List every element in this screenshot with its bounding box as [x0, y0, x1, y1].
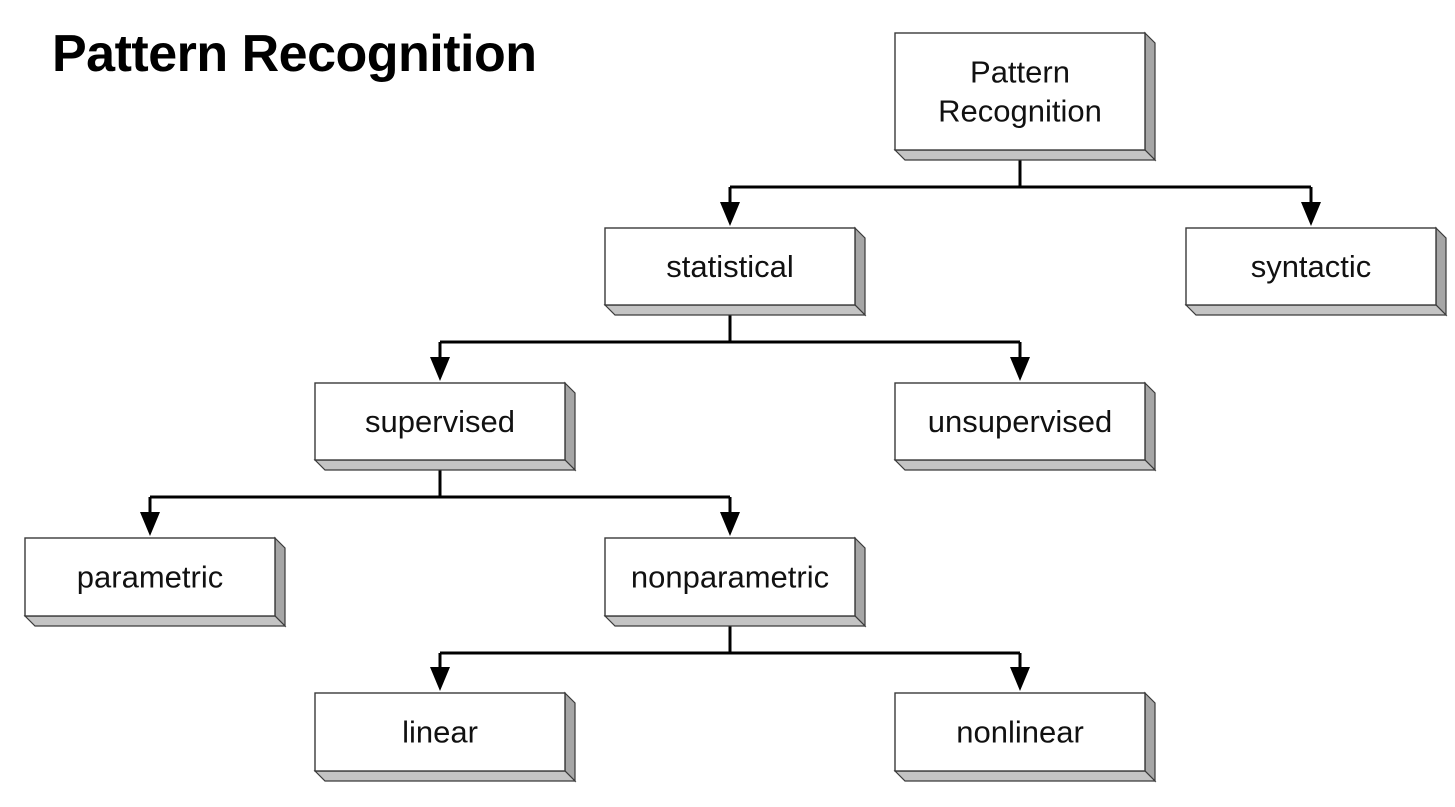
box-front-face [24, 537, 276, 617]
arrowhead-statistical [720, 202, 740, 226]
node-linear: linear [313, 691, 577, 783]
node-parametric: parametric [23, 536, 287, 628]
node-nonparametric: nonparametric [603, 536, 867, 628]
box-front-face [894, 382, 1146, 461]
node-syntactic: syntactic [1184, 226, 1448, 317]
node-label-linear: linear [402, 715, 478, 750]
node-label-unsupervised: unsupervised [928, 404, 1112, 439]
box-front-face [1185, 227, 1437, 306]
box-bottom-face [603, 304, 867, 316]
box-side-face [564, 381, 576, 472]
arrowhead-nonlinear [1010, 667, 1030, 691]
box-side-face [1144, 31, 1156, 162]
page-title: Pattern Recognition [52, 25, 537, 83]
connector-nonparametric [430, 616, 1030, 691]
box-front-face [894, 32, 1146, 151]
arrowhead-supervised [430, 357, 450, 381]
connector-supervised [140, 460, 740, 536]
node-label-pattern-recognition: Recognition [938, 94, 1102, 129]
box-bottom-face [1184, 304, 1448, 316]
box-side-face [564, 691, 576, 783]
box-front-face [314, 382, 566, 461]
node-statistical: statistical [603, 226, 867, 317]
box-side-face [854, 536, 866, 628]
box-bottom-face [893, 459, 1157, 471]
box-front-face [894, 692, 1146, 772]
node-label-nonparametric: nonparametric [631, 560, 829, 595]
node-label-supervised: supervised [365, 404, 515, 439]
node-nonlinear: nonlinear [893, 691, 1157, 783]
arrowhead-unsupervised [1010, 357, 1030, 381]
node-label-parametric: parametric [77, 560, 223, 595]
box-front-face [314, 692, 566, 772]
arrowhead-linear [430, 667, 450, 691]
box-bottom-face [313, 459, 577, 471]
node-label-statistical: statistical [666, 249, 793, 284]
box-bottom-face [23, 615, 287, 627]
node-label-nonlinear: nonlinear [956, 715, 1084, 750]
connector-statistical [430, 305, 1030, 381]
node-unsupervised: unsupervised [893, 381, 1157, 472]
node-label-pattern-recognition: Pattern [970, 55, 1070, 90]
connector-layer [140, 150, 1321, 691]
box-side-face [274, 536, 286, 628]
box-side-face [1435, 226, 1447, 317]
box-side-face [1144, 691, 1156, 783]
connector-pattern-recognition [720, 150, 1321, 226]
box-side-face [1144, 381, 1156, 472]
node-label-syntactic: syntactic [1251, 249, 1372, 284]
arrowhead-nonparametric [720, 512, 740, 536]
node-supervised: supervised [313, 381, 577, 472]
box-bottom-face [893, 149, 1157, 161]
box-bottom-face [893, 770, 1157, 782]
box-bottom-face [603, 615, 867, 627]
box-side-face [854, 226, 866, 317]
arrowhead-syntactic [1301, 202, 1321, 226]
box-bottom-face [313, 770, 577, 782]
arrowhead-parametric [140, 512, 160, 536]
box-front-face [604, 537, 856, 617]
box-front-face [604, 227, 856, 306]
